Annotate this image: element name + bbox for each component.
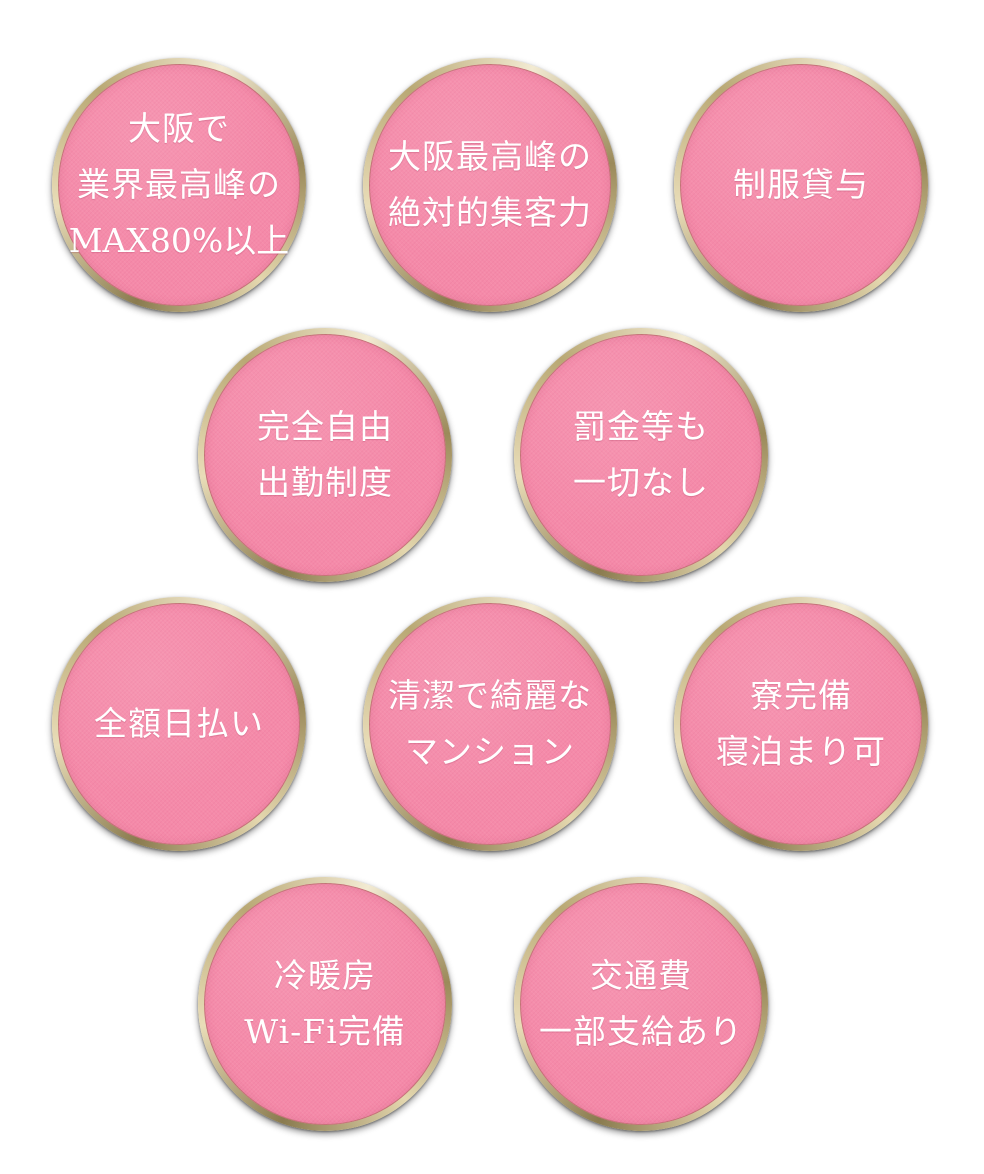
badge-text-line: 全額日払い: [94, 704, 264, 743]
badge-free-attendance: 完全自由 出勤制度: [198, 328, 452, 582]
badge-text-line: MAX80%以上: [68, 221, 290, 260]
badge-dormitory: 寮完備 寝泊まり可: [674, 597, 928, 851]
badge-text-line: マンション: [405, 732, 575, 771]
badge-face: 寮完備 寝泊まり可: [680, 603, 922, 845]
badge-text-line: 寝泊まり可: [716, 732, 886, 771]
badge-face: 大阪で 業界最高峰の MAX80%以上: [58, 64, 300, 306]
badge-text-line: 寮完備: [750, 676, 852, 715]
badge-text-line: 大阪で: [128, 109, 230, 148]
badge-no-fines: 罰金等も 一切なし: [514, 328, 768, 582]
badge-text-line: 出勤制度: [257, 463, 393, 502]
badge-text-line: Wi-Fi完備: [244, 1012, 406, 1051]
badge-transportation-fee: 交通費 一部支給あり: [514, 877, 768, 1131]
badge-text-line: 一部支給あり: [539, 1012, 743, 1051]
badge-text-line: 清潔で綺麗な: [388, 676, 592, 715]
badge-face: 交通費 一部支給あり: [520, 883, 762, 1125]
badge-air-conditioning-wifi: 冷暖房 Wi-Fi完備: [198, 877, 452, 1131]
badge-text-line: 一切なし: [573, 463, 709, 502]
badge-customer-attraction: 大阪最高峰の 絶対的集客力: [363, 58, 617, 312]
badge-face: 完全自由 出勤制度: [204, 334, 446, 576]
badge-face: 制服貸与: [680, 64, 922, 306]
badge-text-line: 業界最高峰の: [77, 165, 281, 204]
badge-text-line: 交通費: [590, 956, 692, 995]
badge-uniform-lending: 制服貸与: [674, 58, 928, 312]
badge-text-line: 完全自由: [257, 407, 393, 446]
badge-face: 大阪最高峰の 絶対的集客力: [369, 64, 611, 306]
badge-max-80-percent: 大阪で 業界最高峰の MAX80%以上: [52, 58, 306, 312]
badge-face: 冷暖房 Wi-Fi完備: [204, 883, 446, 1125]
badge-face: 罰金等も 一切なし: [520, 334, 762, 576]
badge-text-line: 冷暖房: [274, 956, 376, 995]
badge-face: 清潔で綺麗な マンション: [369, 603, 611, 845]
badge-daily-payment: 全額日払い: [52, 597, 306, 851]
badge-text-line: 制服貸与: [733, 165, 869, 204]
badge-clean-mansion: 清潔で綺麗な マンション: [363, 597, 617, 851]
badge-text-line: 大阪最高峰の: [388, 137, 592, 176]
badge-text-line: 絶対的集客力: [388, 193, 592, 232]
badge-text-line: 罰金等も: [573, 407, 709, 446]
badge-face: 全額日払い: [58, 603, 300, 845]
